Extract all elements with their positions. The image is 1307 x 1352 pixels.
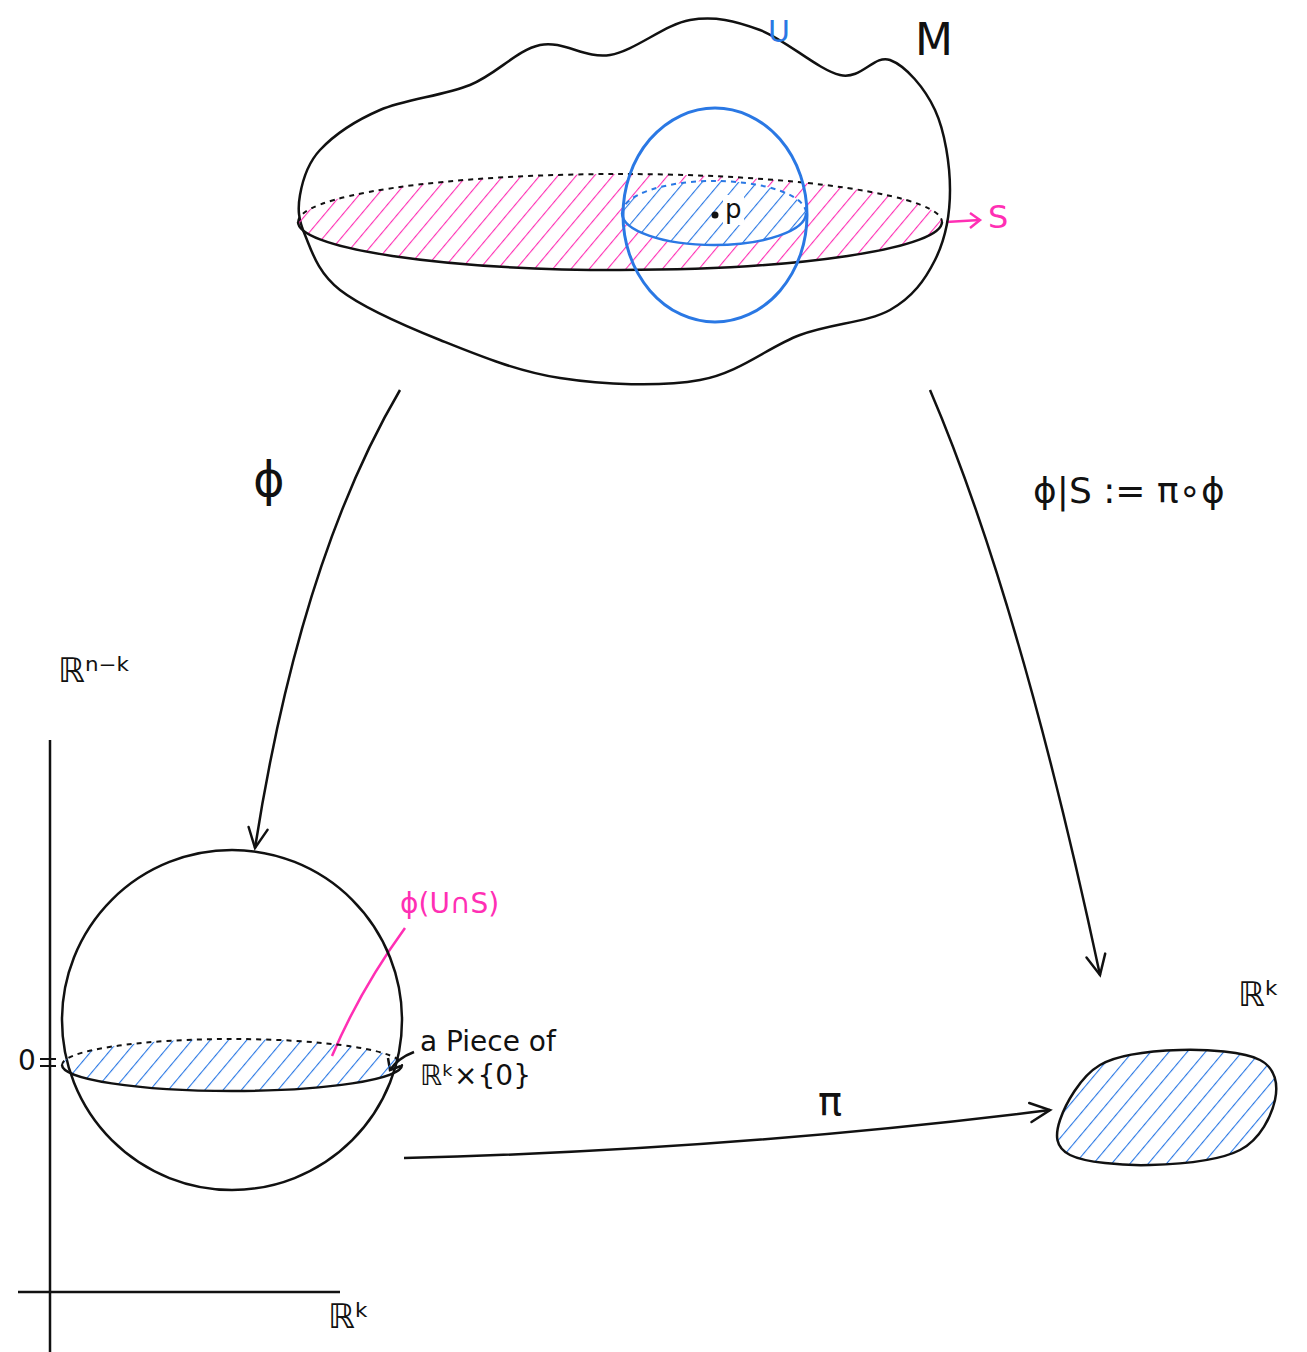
neighborhood-circle: Up [620, 105, 810, 325]
map-name: π [815, 1078, 845, 1124]
space-name: ℝᵏ [1238, 975, 1279, 1014]
map-arrow [249, 390, 400, 848]
chart-ball-outline [60, 848, 404, 1192]
leader-line [332, 928, 405, 1056]
manifold-blob: M Up [290, 15, 960, 390]
hatched-slice [298, 174, 942, 270]
chart-ball: ϕ(U∩S) [60, 848, 404, 1192]
slice-name: S [988, 198, 1008, 236]
horizontal-axis [18, 1291, 340, 1294]
origin-tick [40, 1058, 56, 1060]
point-name: p [723, 195, 744, 225]
map-arrow [404, 1103, 1050, 1158]
arrowhead [1029, 1103, 1050, 1122]
manifold-name: M [915, 15, 953, 66]
image-label: ϕ(U∩S) [400, 888, 499, 920]
axis-name: ℝᵏ [328, 1296, 369, 1337]
origin-label: 0 [18, 1044, 36, 1078]
hatched-slice [622, 181, 806, 245]
axis-name: ℝⁿ⁻ᵏ [58, 650, 131, 691]
arrowhead [249, 827, 268, 848]
vertical-axis [49, 740, 52, 1352]
origin-tick [40, 1065, 56, 1067]
arrowhead [1087, 954, 1106, 975]
neighborhood-name: U [768, 15, 790, 50]
slice-note: a Piece of ℝᵏ×{0} [420, 1025, 580, 1092]
map-name: ϕ|S := π∘ϕ [1030, 470, 1228, 511]
neighborhood-circle-outline [620, 105, 810, 325]
map-name: ϕ [250, 452, 288, 507]
euclidean-blob: ℝᵏ [1050, 975, 1285, 1170]
arrow-line [404, 1110, 1050, 1158]
pointer-arrowhead [970, 213, 980, 228]
pointer-arrow [946, 220, 980, 222]
hatched-slice [62, 1039, 402, 1091]
